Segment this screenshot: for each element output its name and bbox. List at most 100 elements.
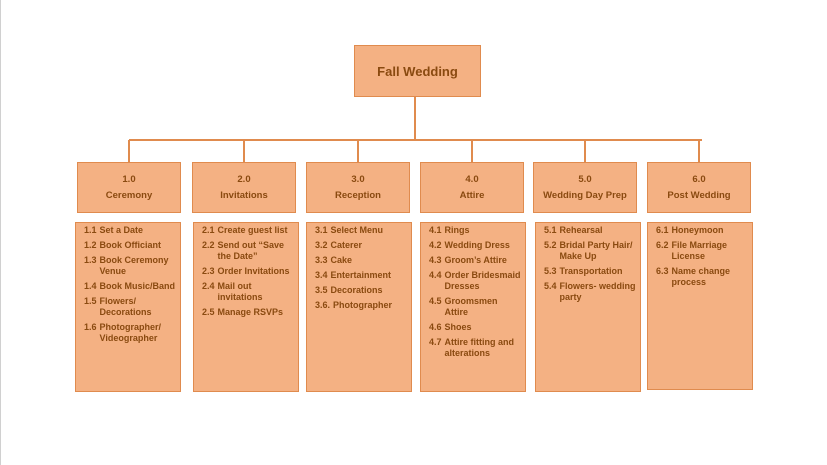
task-label: Entertainment: [330, 270, 392, 280]
task-number: 5.4: [544, 281, 557, 291]
task-label: Mail out invitations: [217, 281, 263, 302]
task-number: 3.5: [315, 285, 328, 295]
task-number: 6.2: [656, 240, 669, 250]
task-label: Book Music/Band: [99, 281, 176, 291]
branch-number: 5.0: [578, 173, 592, 185]
task-number: 5.1: [544, 225, 557, 235]
connector-branch-4: [471, 140, 473, 162]
task-number: 4.3: [429, 255, 442, 265]
root-node: Fall Wedding: [354, 45, 481, 97]
task-label: Shoes: [444, 322, 472, 332]
connector-branch-5: [584, 140, 586, 162]
task-number: 4.2: [429, 240, 442, 250]
task-label: Wedding Dress: [444, 240, 510, 250]
task-label: Photographer/ Videographer: [99, 322, 162, 343]
task-number: 1.6: [84, 322, 97, 332]
task-label: Name change process: [671, 266, 731, 287]
task-label: Set a Date: [99, 225, 144, 235]
task-number: 1.4: [84, 281, 97, 291]
task-number: 1.5: [84, 296, 97, 306]
task-label: Order Bridesmaid Dresses: [444, 270, 521, 291]
task-label: Groom’s Attire: [444, 255, 507, 265]
task-number: 4.7: [429, 337, 442, 347]
task-label: Caterer: [330, 240, 363, 250]
task-number: 3.2: [315, 240, 328, 250]
task-label: Book Officiant: [99, 240, 162, 250]
branch-name: Reception: [335, 189, 381, 201]
root-title: Fall Wedding: [377, 63, 458, 79]
branch-number: 4.0: [465, 173, 479, 185]
task-number: 2.1: [202, 225, 215, 235]
task-label: Order Invitations: [217, 266, 290, 276]
branch-name: Attire: [459, 189, 485, 201]
task-label: Cake: [330, 255, 353, 265]
task-label: Flowers- wedding party: [559, 281, 636, 302]
task-number: 2.3: [202, 266, 215, 276]
task-item: 3.6.Photographer: [315, 300, 407, 311]
connector-branch-2: [243, 140, 245, 162]
task-label: Create guest list: [217, 225, 288, 235]
branch-number: 1.0: [122, 173, 136, 185]
task-number: 4.1: [429, 225, 442, 235]
task-number: 3.1: [315, 225, 328, 235]
task-label: Bridal Party Hair/ Make Up: [559, 240, 633, 261]
branch-name: Wedding Day Prep: [543, 189, 627, 201]
connector-branch-1: [128, 140, 130, 162]
task-number: 3.6.: [315, 300, 331, 310]
branch-name: Post Wedding: [667, 189, 731, 201]
branch-number: 2.0: [237, 173, 251, 185]
connector-root-stem: [414, 97, 416, 140]
connector-branch-3: [357, 140, 359, 162]
task-label: Send out “Save the Date”: [217, 240, 285, 261]
task-number: 3.4: [315, 270, 328, 280]
task-label: Attire fitting and alterations: [444, 337, 515, 358]
task-number: 4.6: [429, 322, 442, 332]
task-label: Rings: [444, 225, 470, 235]
task-label: Photographer: [333, 300, 393, 310]
task-label: Select Menu: [330, 225, 384, 235]
task-label: Manage RSVPs: [217, 307, 284, 317]
connector-horizontal: [129, 139, 702, 141]
task-number: 4.4: [429, 270, 442, 280]
task-label: Book Ceremony Venue: [99, 255, 169, 276]
task-number: 2.5: [202, 307, 215, 317]
task-label: Transportation: [559, 266, 623, 276]
